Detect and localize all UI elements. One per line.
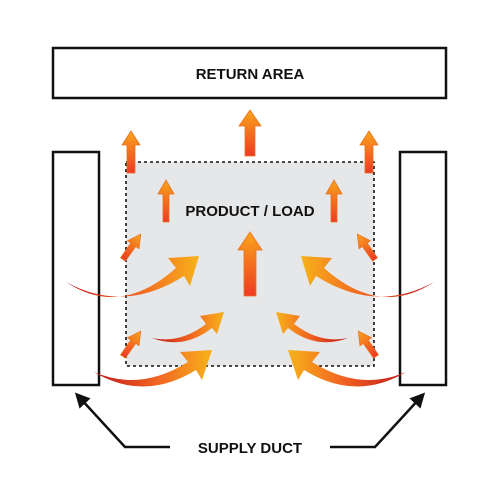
up-arrow-top-right	[359, 130, 379, 174]
return-area-box: RETURN AREA	[51, 46, 448, 100]
left-supply-duct	[51, 150, 101, 387]
up-arrow-top-center	[238, 109, 262, 157]
diag-arrow-left-lower	[120, 330, 142, 359]
diag-arrow-right-upper	[356, 233, 378, 262]
supply-duct-label: SUPPLY DUCT	[198, 440, 302, 457]
curved-arrow-right-upper	[301, 256, 434, 298]
curved-arrow-left-upper	[66, 256, 199, 298]
diag-arrow-left-upper	[120, 233, 142, 262]
up-arrows	[121, 109, 379, 297]
up-arrow-upper-right	[325, 179, 343, 223]
curved-supply-arrows	[66, 256, 434, 387]
curved-arrow-left-middle	[152, 312, 224, 343]
callout-line-right	[330, 392, 426, 449]
up-arrow-upper-left	[157, 179, 175, 223]
diag-arrow-right-lower	[357, 330, 379, 359]
up-arrow-center	[237, 231, 263, 297]
callout-line-left	[74, 392, 170, 449]
curved-arrow-right-middle	[276, 312, 348, 343]
diagonal-arrows	[120, 233, 379, 359]
product-load-label: PRODUCT / LOAD	[185, 203, 314, 220]
return-area-label: RETURN AREA	[196, 66, 305, 83]
up-arrow-top-left	[121, 130, 141, 174]
supply-duct-callout: SUPPLY DUCT	[74, 392, 426, 457]
right-supply-duct	[398, 150, 448, 387]
curved-arrow-left-lower	[94, 350, 212, 387]
curved-arrow-right-lower	[288, 350, 406, 387]
